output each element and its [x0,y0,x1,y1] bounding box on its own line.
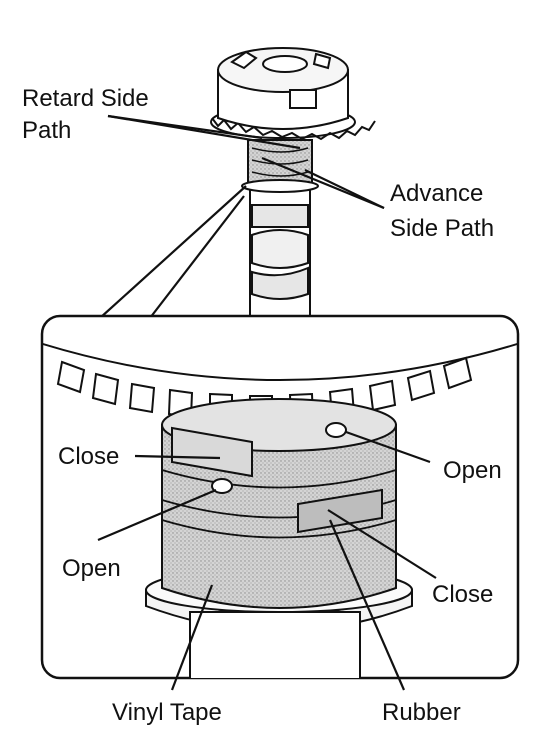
cam-journal-2 [251,266,309,300]
center-bolt-hole [262,55,308,73]
label-retard-line2: Path [22,117,71,144]
label-advance-line1: Advance [390,180,483,207]
label-close-right: Close [432,581,493,608]
cam-journal-1 [251,204,309,228]
open-hole-left [211,478,233,494]
label-advance-line2: Side Path [390,215,494,242]
label-retard-line1: Retard Side [22,85,149,112]
open-hole-right [325,422,347,438]
label-rubber: Rubber [382,699,461,726]
close-port-left [171,426,253,478]
cam-lobe [251,229,309,269]
label-vinyl-tape: Vinyl Tape [112,699,222,726]
vvt-assembly [210,47,376,321]
detail-leader-lines [97,430,437,691]
top-leader-lines [99,114,385,319]
detail-box [40,314,520,680]
lower-shaft [189,611,361,678]
label-open-right: Open [443,457,502,484]
collar-ring [241,179,319,193]
labels: Retard Side Path Advance Side Path Close… [22,85,502,726]
oil-path-section [247,139,313,187]
label-open-left: Open [62,555,121,582]
label-close-left: Close [58,443,119,470]
rubber-port [297,488,383,534]
